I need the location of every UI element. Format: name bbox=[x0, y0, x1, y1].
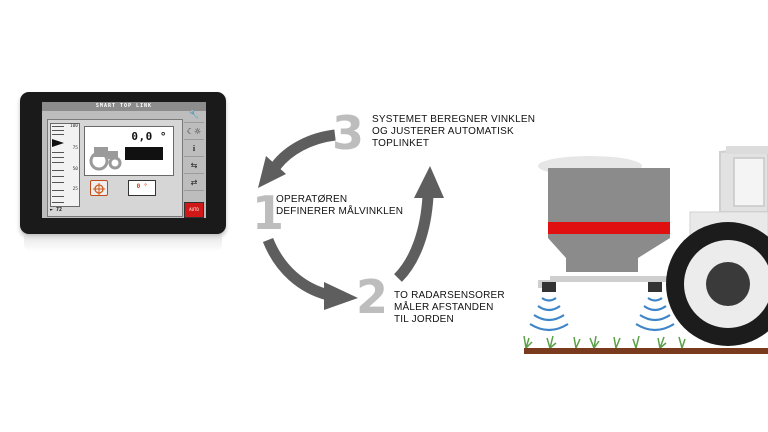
crops bbox=[523, 335, 686, 349]
wrench-button[interactable]: 🔧 bbox=[184, 106, 204, 123]
arrow-head bbox=[324, 282, 358, 310]
step-number-3: 3 bbox=[332, 106, 365, 160]
tablet-screen: SMART TOP LINK 100 75 50 25 0,0 ° bbox=[42, 102, 206, 218]
angle-display: 0,0 ° bbox=[84, 126, 174, 176]
sensor-waves-left bbox=[529, 297, 569, 332]
brightness-button[interactable]: ☾☼ bbox=[184, 123, 204, 140]
gauge-tick-label: 50 bbox=[72, 167, 78, 172]
speed-readout: ► 72 bbox=[50, 206, 78, 214]
spreader-red-band bbox=[548, 222, 670, 234]
step-2-text: TO RADARSENSORER MÅLER AFSTANDEN TIL JOR… bbox=[394, 290, 505, 326]
target-button[interactable] bbox=[90, 180, 108, 196]
arrow-head bbox=[258, 156, 286, 188]
step-number-1: 1 bbox=[252, 186, 285, 240]
radar-sensor-left bbox=[542, 282, 556, 292]
text-line: DEFINERER MÅLVINKLEN bbox=[276, 206, 404, 217]
info-icon: i bbox=[192, 143, 196, 153]
speed-value: 72 bbox=[56, 207, 63, 213]
adjust-arrows-icon: ⇆ bbox=[190, 160, 198, 170]
link-button[interactable]: ⇄ bbox=[184, 174, 204, 191]
tractor-spreader-illustration bbox=[523, 146, 768, 354]
play-icon: ► bbox=[50, 207, 54, 213]
arrow-step3-to-step1 bbox=[271, 129, 336, 170]
wrench-icon: 🔧 bbox=[189, 109, 199, 119]
text-line: TO RADARSENSORER bbox=[394, 290, 505, 301]
text-line: TIL JORDEN bbox=[394, 314, 454, 325]
step-3-text: SYSTEMET BEREGNER VINKLEN OG JUSTERER AU… bbox=[372, 114, 535, 150]
step-number-2: 2 bbox=[356, 270, 389, 324]
main-panel: 100 75 50 25 0,0 ° bbox=[47, 119, 183, 217]
auto-label: AUTO bbox=[189, 207, 199, 212]
cycle-arrows bbox=[258, 129, 444, 310]
gauge-tick-label: 75 bbox=[72, 146, 78, 151]
adjust-button[interactable]: ⇆ bbox=[184, 157, 204, 174]
gauge-pointer bbox=[52, 139, 64, 147]
text-line: SYSTEMET BEREGNER VINKLEN bbox=[372, 114, 536, 125]
tablet-reflection bbox=[24, 236, 222, 252]
gauge-tick-label: 100 bbox=[69, 124, 78, 129]
gauge-tick-label: 25 bbox=[72, 187, 78, 192]
angle-reading: 0,0 ° bbox=[131, 130, 167, 143]
crosshair-icon bbox=[93, 183, 105, 195]
spreader-hopper bbox=[548, 168, 670, 272]
auto-button[interactable]: AUTO bbox=[184, 202, 204, 218]
text-line: OPERATØREN bbox=[276, 194, 348, 205]
value-bar bbox=[125, 147, 163, 160]
moon-sun-icon: ☾☼ bbox=[186, 126, 202, 136]
arrow-head bbox=[414, 166, 444, 198]
tractor-icon bbox=[89, 147, 122, 171]
height-gauge: 100 75 50 25 bbox=[50, 123, 80, 207]
arrow-step2-to-step3 bbox=[393, 195, 434, 282]
info-button[interactable]: i bbox=[184, 140, 204, 157]
sensor-waves-right bbox=[635, 297, 675, 332]
soil-strip bbox=[524, 348, 768, 354]
radar-sensor-right bbox=[648, 282, 662, 292]
text-line: OG JUSTERER AUTOMATISK bbox=[372, 126, 514, 137]
arrow-step1-to-step2 bbox=[262, 237, 330, 301]
text-line: MÅLER AFSTANDEN bbox=[394, 302, 494, 313]
text-line: TOPLINKET bbox=[372, 138, 430, 149]
toplink-icon: ⇄ bbox=[190, 177, 198, 187]
step-1-text: OPERATØREN DEFINERER MÅLVINKLEN bbox=[276, 194, 403, 218]
screen-title: SMART TOP LINK bbox=[42, 102, 206, 111]
side-toolbar: 🔧 ☾☼ i ⇆ ⇄ AUTO bbox=[184, 106, 204, 218]
target-angle-field[interactable]: 0 ° bbox=[128, 180, 156, 196]
